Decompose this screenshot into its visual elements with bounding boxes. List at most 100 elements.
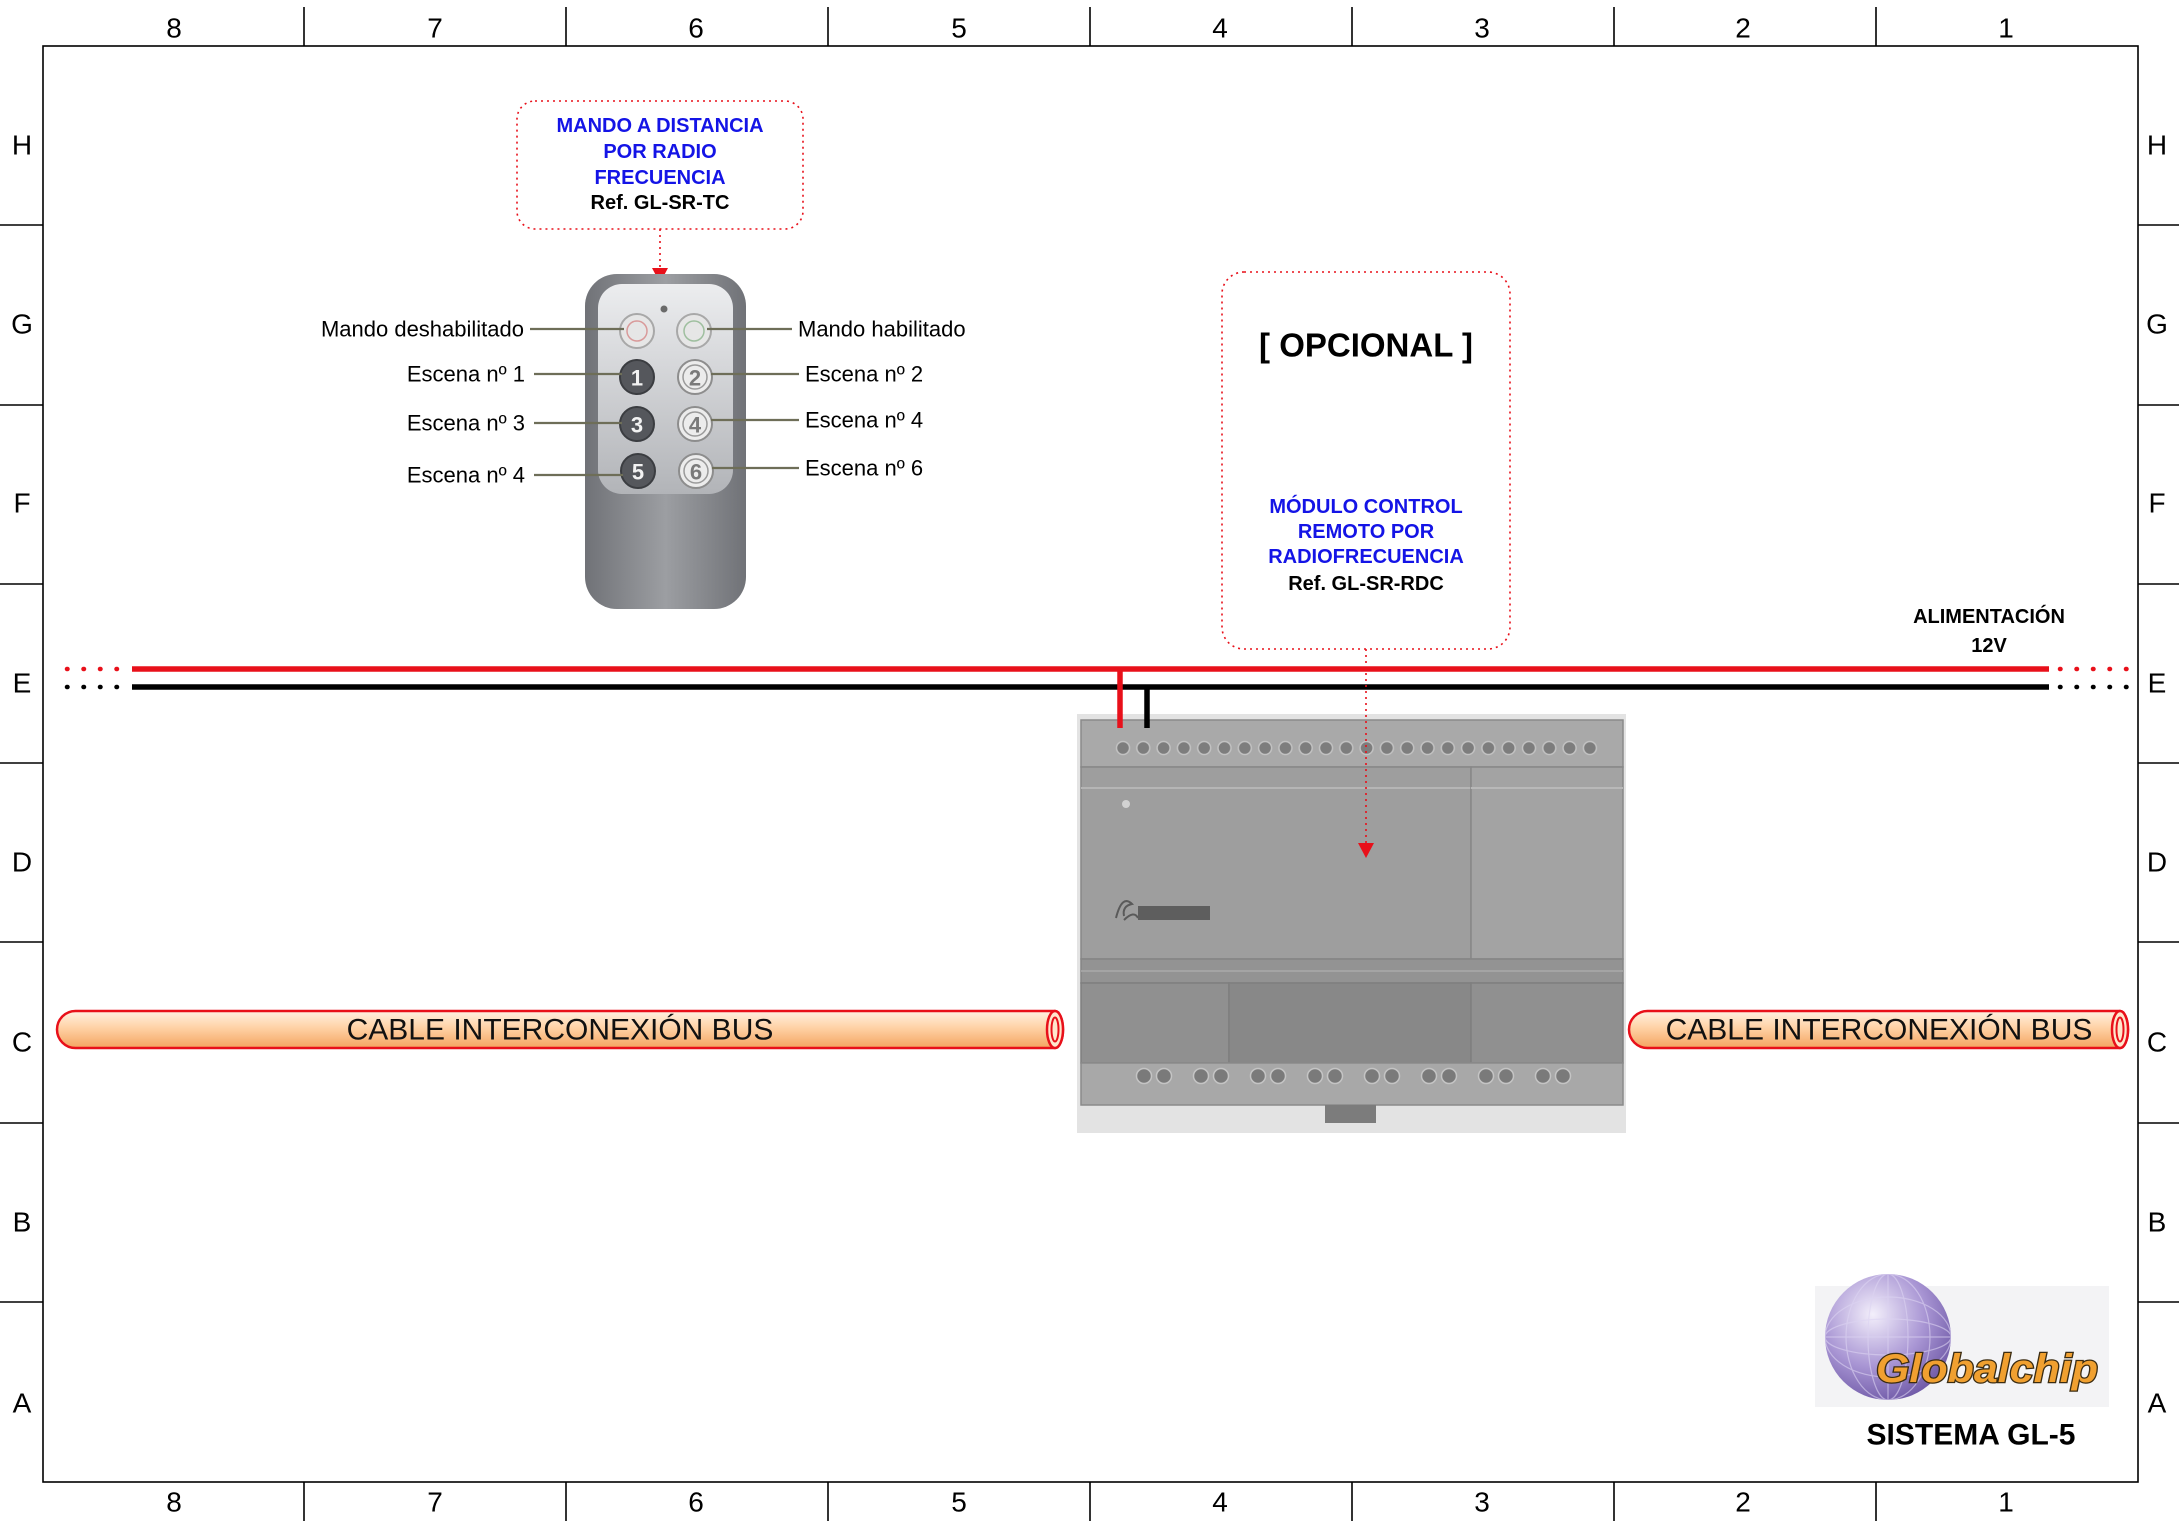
power-wires bbox=[64, 666, 2133, 690]
system-title: SISTEMA GL-5 bbox=[1867, 1419, 2076, 1452]
row-ticks-right bbox=[2138, 224, 2179, 1303]
module-lower-compartment bbox=[1228, 982, 1472, 1064]
remote-button-1: 1 bbox=[619, 359, 655, 395]
module-brand-plate bbox=[1115, 900, 1210, 921]
column-label-top: 7 bbox=[427, 13, 443, 44]
row-label-left: H bbox=[12, 130, 32, 161]
column-label-bottom: 2 bbox=[1735, 1487, 1751, 1518]
column-ticks-bottom bbox=[303, 1482, 1877, 1521]
row-label-right: F bbox=[2148, 488, 2165, 519]
column-label-top: 8 bbox=[166, 13, 182, 44]
remote-button-number: 3 bbox=[631, 413, 643, 438]
remote-face bbox=[598, 284, 733, 494]
remote-control: 1 2 3 4 5 6 bbox=[321, 274, 966, 609]
remote-callout: MANDO A DISTANCIA POR RADIO FRECUENCIA R… bbox=[516, 100, 804, 283]
module-upper-body bbox=[1080, 766, 1472, 960]
remote-button-disable bbox=[619, 313, 655, 349]
row-label-right: H bbox=[2147, 130, 2167, 161]
arrow-down-icon bbox=[1358, 843, 1374, 858]
module-din-clip bbox=[1325, 1105, 1376, 1123]
module-callout-title-line: REMOTO POR bbox=[1298, 521, 1435, 543]
logo-brand-name: Globalchip bbox=[1876, 1347, 2098, 1391]
row-label-left: A bbox=[13, 1388, 32, 1419]
column-label-top: 4 bbox=[1212, 13, 1228, 44]
remote-button-enable bbox=[676, 313, 712, 349]
row-label-right: E bbox=[2148, 668, 2167, 699]
remote-callout-title-line: POR RADIO bbox=[603, 141, 716, 163]
power-label: ALIMENTACIÓN bbox=[1913, 604, 2065, 628]
column-label-bottom: 8 bbox=[166, 1487, 182, 1518]
row-label-right: D bbox=[2147, 847, 2167, 878]
row-label-right: B bbox=[2148, 1207, 2167, 1238]
remote-label-left: Mando deshabilitado bbox=[321, 317, 524, 342]
remote-callout-title-line: FRECUENCIA bbox=[594, 167, 725, 189]
remote-button-6: 6 bbox=[678, 453, 714, 489]
module-lower-compartment bbox=[1470, 982, 1624, 1064]
remote-label-right: Escena nº 6 bbox=[805, 456, 923, 481]
row-label-left: E bbox=[13, 668, 32, 699]
column-label-bottom: 3 bbox=[1474, 1487, 1490, 1518]
column-ticks-top bbox=[303, 7, 1877, 46]
remote-callout-ref: Ref. GL-SR-TC bbox=[591, 192, 730, 214]
remote-button-number: 5 bbox=[632, 460, 644, 485]
remote-button-4: 4 bbox=[677, 406, 713, 442]
module-callout-title-line: RADIOFRECUENCIA bbox=[1268, 546, 1464, 568]
power-voltage: 12V bbox=[1971, 635, 2007, 657]
remote-button-3: 3 bbox=[619, 406, 655, 442]
row-label-left: D bbox=[12, 847, 32, 878]
remote-label-right: Mando habilitado bbox=[798, 317, 966, 342]
row-label-left: F bbox=[13, 488, 30, 519]
module-callout-box bbox=[1221, 271, 1511, 650]
power-led bbox=[1122, 800, 1130, 808]
remote-button-number: 6 bbox=[690, 460, 702, 485]
module-bottom-terminals bbox=[1125, 1063, 1582, 1105]
row-label-right: A bbox=[2148, 1388, 2167, 1419]
column-label-top: 5 bbox=[951, 13, 967, 44]
optional-label: [ OPCIONAL ] bbox=[1259, 327, 1473, 364]
bus-cable-label: CABLE INTERCONEXIÓN BUS bbox=[1666, 1014, 2093, 1047]
remote-callout-title-line: MANDO A DISTANCIA bbox=[556, 115, 763, 137]
remote-button-number: 1 bbox=[631, 366, 643, 391]
remote-button-2: 2 bbox=[677, 359, 713, 395]
column-label-top: 3 bbox=[1474, 13, 1490, 44]
bus-cable-end-inner bbox=[2115, 1016, 2125, 1043]
row-label-left: C bbox=[12, 1027, 32, 1058]
row-ticks-left bbox=[0, 224, 43, 1303]
remote-label-left: Escena nº 4 bbox=[407, 463, 525, 488]
row-label-left: B bbox=[13, 1207, 32, 1238]
remote-button-number: 2 bbox=[689, 366, 701, 391]
row-label-right: C bbox=[2147, 1027, 2167, 1058]
remote-button-5: 5 bbox=[620, 453, 656, 489]
globalchip-logo: Globalchip bbox=[1815, 1274, 2109, 1407]
remote-button-number: 4 bbox=[689, 413, 702, 438]
column-label-top: 6 bbox=[688, 13, 704, 44]
module-upper-right-panel bbox=[1470, 766, 1624, 960]
bus-cable-right: CABLE INTERCONEXIÓN BUS bbox=[1627, 1009, 2130, 1050]
bus-cable-label: CABLE INTERCONEXIÓN BUS bbox=[347, 1014, 774, 1047]
bus-cable-end bbox=[2110, 1009, 2130, 1050]
remote-label-right: Escena nº 4 bbox=[805, 408, 923, 433]
row-label-right: G bbox=[2146, 309, 2168, 340]
module-callout-ref: Ref. GL-SR-RDC bbox=[1288, 573, 1444, 595]
module-lower-compartment bbox=[1080, 982, 1230, 1064]
module-callout: [ OPCIONAL ] MÓDULO CONTROL REMOTO POR R… bbox=[1221, 271, 1511, 650]
remote-label-left: Escena nº 1 bbox=[407, 362, 525, 387]
globe-grid bbox=[1825, 1274, 1951, 1400]
column-label-top: 2 bbox=[1735, 13, 1751, 44]
column-label-bottom: 7 bbox=[427, 1487, 443, 1518]
rf-control-module bbox=[1077, 714, 1626, 1133]
column-label-top: 1 bbox=[1998, 13, 2014, 44]
remote-led bbox=[660, 305, 668, 313]
row-label-left: G bbox=[11, 309, 33, 340]
remote-label-left: Escena nº 3 bbox=[407, 411, 525, 436]
remote-label-right: Escena nº 2 bbox=[805, 362, 923, 387]
module-callout-title-line: MÓDULO CONTROL bbox=[1269, 494, 1462, 518]
column-label-bottom: 1 bbox=[1998, 1487, 2014, 1518]
bus-cable-left: CABLE INTERCONEXIÓN BUS bbox=[55, 1009, 1065, 1050]
module-top-terminals bbox=[1113, 728, 1600, 767]
column-label-bottom: 4 bbox=[1212, 1487, 1228, 1518]
column-label-bottom: 6 bbox=[688, 1487, 704, 1518]
